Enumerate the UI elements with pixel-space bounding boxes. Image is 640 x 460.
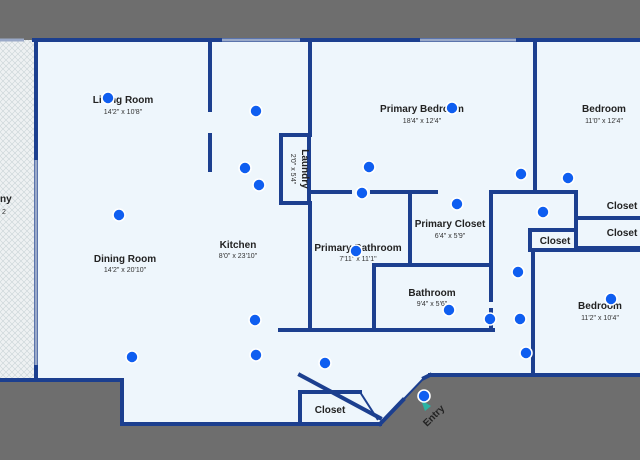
label-primary-bedroom: Primary Bedroom [380, 104, 464, 115]
photo-pin[interactable] [604, 292, 618, 306]
photo-pin[interactable] [355, 186, 369, 200]
photo-pin[interactable] [514, 167, 528, 181]
photo-pin[interactable] [125, 350, 139, 364]
photo-pin[interactable] [511, 265, 525, 279]
label-closet-entry: Closet [315, 405, 346, 416]
label-kitchen: Kitchen [220, 240, 257, 251]
dims-kitchen: 8'0" x 23'10" [219, 253, 258, 260]
dims-living-room: 14'2" x 10'8" [104, 109, 143, 116]
dims-primary-bedroom: 18'4" x 12'4" [403, 118, 442, 125]
dims-bathroom: 9'4" x 5'6" [417, 301, 448, 308]
label-bedroom-1: Bedroom [582, 104, 626, 115]
photo-pin[interactable] [318, 356, 332, 370]
photo-pin[interactable] [248, 313, 262, 327]
label-closet-right-bottom: Closet [607, 228, 638, 239]
photo-pin[interactable] [513, 312, 527, 326]
laundry-closet [279, 133, 311, 205]
wall-kitchen-step [297, 372, 383, 421]
photo-pin[interactable] [536, 205, 550, 219]
dims-primary-closet: 6'4" x 5'9" [435, 233, 466, 240]
dims-bedroom-1: 11'0" x 12'4" [585, 118, 623, 125]
photo-pin[interactable] [417, 389, 431, 403]
label-laundry: Laundry [299, 149, 310, 189]
photo-pin[interactable] [442, 303, 456, 317]
photo-pin[interactable] [252, 178, 266, 192]
photo-pin[interactable] [450, 197, 464, 211]
photo-pin[interactable] [112, 208, 126, 222]
photo-pin[interactable] [238, 161, 252, 175]
photo-pin[interactable] [362, 160, 376, 174]
label-bedroom-2: Bedroom [578, 301, 622, 312]
wall-entry-diag-1 [377, 397, 406, 427]
photo-pin[interactable] [519, 346, 533, 360]
photo-pin[interactable] [561, 171, 575, 185]
label-closet-hall-small: Closet [540, 236, 571, 247]
label-living-room: Living Room [93, 95, 154, 106]
floor-lower-left [124, 380, 300, 424]
dims-bedroom-2: 11'2" x 10'4" [581, 315, 619, 322]
label-closet-right-top: Closet [607, 201, 638, 212]
label-dining-room: Dining Room [94, 254, 156, 265]
photo-pin[interactable] [249, 348, 263, 362]
door-closet-entry [359, 391, 379, 421]
dims-dining-room: 14'2" x 20'10" [104, 267, 147, 274]
photo-pin[interactable] [249, 104, 263, 118]
label-partial-left: ny [0, 194, 12, 205]
balcony-area [0, 40, 34, 380]
dims-primary-bathroom: 7'11" x 11'1" [339, 256, 377, 263]
photo-pin[interactable] [483, 312, 497, 326]
door-entry [402, 377, 425, 401]
photo-pin[interactable] [445, 101, 459, 115]
photo-pin[interactable] [101, 91, 115, 105]
label-bathroom: Bathroom [408, 288, 455, 299]
photo-pin[interactable] [349, 244, 363, 258]
dims-partial-left: 2 [2, 209, 6, 216]
label-primary-closet: Primary Closet [415, 219, 486, 230]
dims-laundry: 2'0" x 5'4" [289, 154, 296, 185]
photo-pins [101, 91, 618, 403]
